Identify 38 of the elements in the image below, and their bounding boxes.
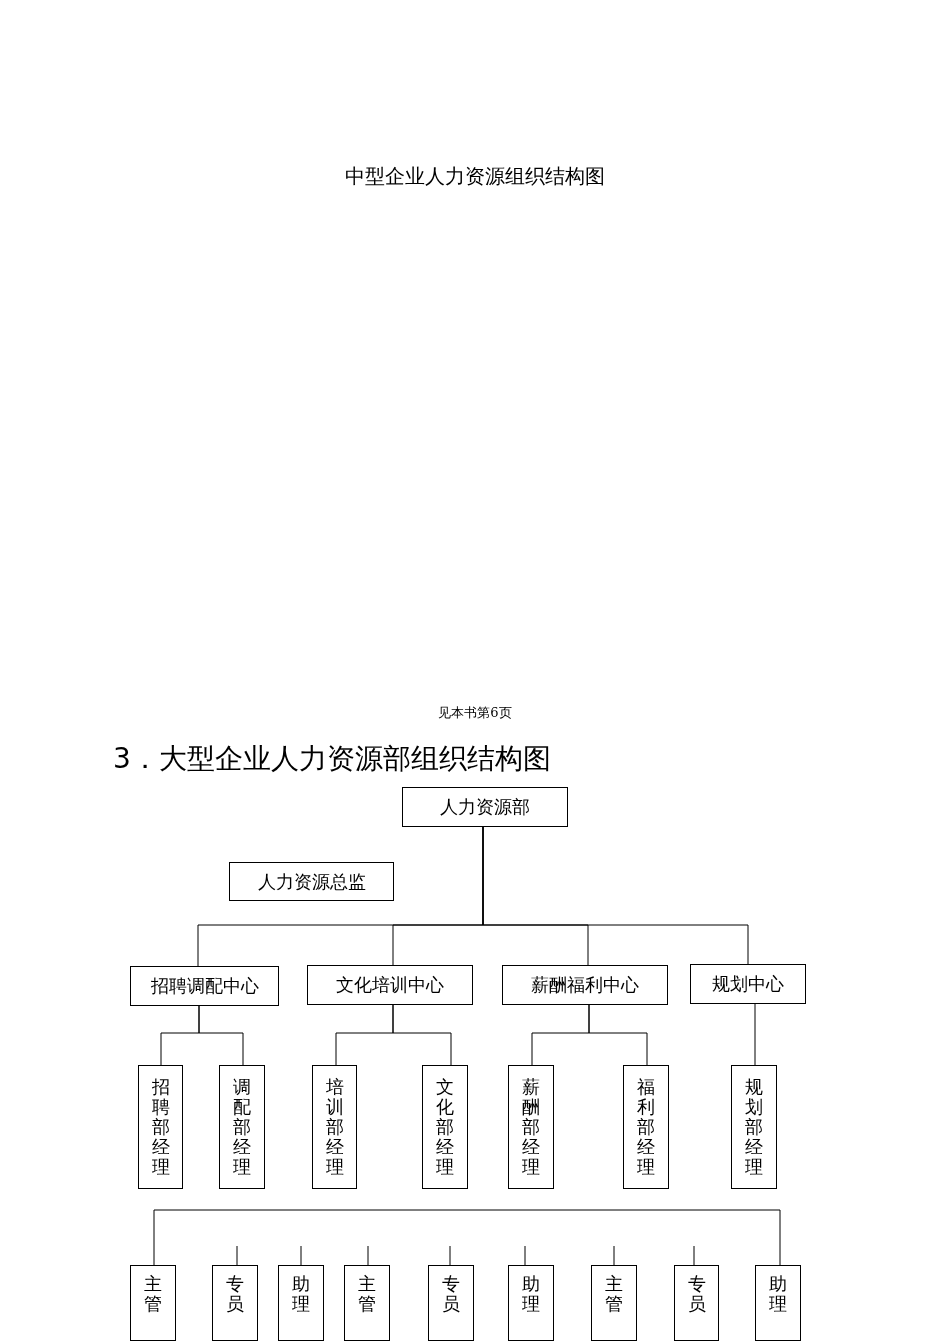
org-box: 招聘部经理: [138, 1065, 183, 1189]
org-box: 主管: [591, 1265, 637, 1341]
note-text: 见本书第6页: [437, 704, 513, 722]
org-box: 专员: [212, 1265, 258, 1341]
org-box: 助理: [508, 1265, 554, 1341]
org-box: 福利部经理: [623, 1065, 669, 1189]
org-box: 文化部经理: [422, 1065, 468, 1189]
org-box: 主管: [130, 1265, 176, 1341]
connector-line: [153, 1209, 781, 1266]
connector-line: [482, 826, 749, 965]
org-box: 规划中心: [690, 964, 806, 1004]
connector-line: [588, 1004, 648, 1066]
heading: 3．大型企业人力资源部组织结构图: [113, 741, 551, 777]
org-box: 助理: [755, 1265, 801, 1341]
connector-line: [613, 1245, 615, 1266]
org-box: 人力资源总监: [229, 862, 394, 901]
org-box: 调配部经理: [219, 1065, 265, 1189]
connector-line: [693, 1245, 695, 1266]
connector-line: [367, 1245, 369, 1266]
connector-line: [754, 1003, 756, 1066]
org-box: 专员: [674, 1265, 719, 1341]
org-box: 人力资源部: [402, 787, 568, 827]
org-box: 薪酬福利中心: [502, 965, 668, 1005]
org-box: 薪酬部经理: [508, 1065, 554, 1189]
org-box: 助理: [278, 1265, 324, 1341]
org-box: 招聘调配中心: [130, 966, 279, 1006]
org-box: 文化培训中心: [307, 965, 473, 1005]
connector-line: [392, 1004, 452, 1066]
connector-line: [524, 1245, 526, 1266]
connector-line: [236, 1245, 238, 1266]
org-box: 主管: [344, 1265, 390, 1341]
org-box: 专员: [428, 1265, 474, 1341]
connector-line: [300, 1245, 302, 1266]
title: 中型企业人力资源组织结构图: [344, 163, 606, 190]
connector-line: [449, 1245, 451, 1266]
connector-line: [198, 1005, 244, 1066]
org-box: 培训部经理: [312, 1065, 357, 1189]
org-box: 规划部经理: [731, 1065, 777, 1189]
